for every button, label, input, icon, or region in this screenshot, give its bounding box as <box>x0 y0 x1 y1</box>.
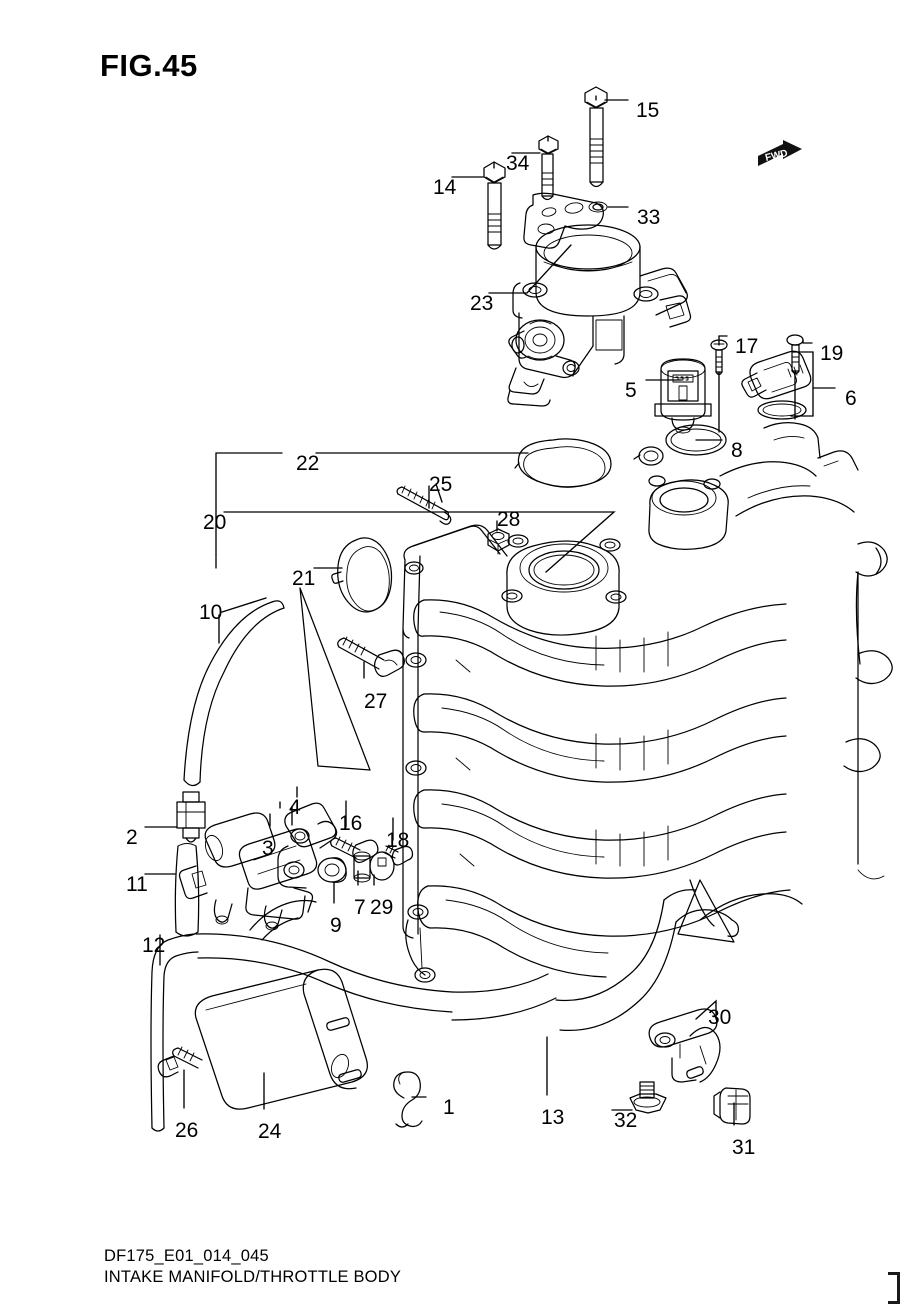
nut-28-art <box>487 528 510 555</box>
callout-16: 16 <box>339 812 363 835</box>
throttle-bracket-33-art <box>523 192 608 249</box>
bolt-14-art <box>483 161 506 250</box>
leader-lines <box>144 95 836 1126</box>
hose-12-art <box>150 933 199 1132</box>
callout-23: 23 <box>470 292 494 315</box>
map-sensor-art <box>741 350 812 420</box>
washer-29-art <box>369 851 395 881</box>
throttle-body-art <box>507 224 692 407</box>
callout-2: 2 <box>126 826 138 849</box>
bolt-15-art <box>584 86 608 188</box>
hose-10-art <box>183 600 285 787</box>
svg-text:FWD: FWD <box>764 148 789 164</box>
grommet-9-art <box>317 857 347 883</box>
callout-29: 29 <box>370 896 394 919</box>
callout-4: 4 <box>289 796 301 819</box>
callout-14: 14 <box>433 176 457 199</box>
callout-3: 3 <box>262 837 274 860</box>
callout-1: 1 <box>443 1096 455 1119</box>
callout-11: 11 <box>126 873 148 896</box>
canister-hose-run-art <box>195 899 557 1021</box>
callout-6: 6 <box>845 387 857 410</box>
gasket-21-art <box>331 537 393 613</box>
callout-34: 34 <box>506 152 530 175</box>
bolt-18-art <box>382 844 414 866</box>
footer-name: INTAKE MANIFOLD/THROTTLE BODY <box>104 1268 402 1286</box>
solenoid-valve-3-art <box>178 812 318 931</box>
callout-8: 8 <box>731 439 743 462</box>
callout-17: 17 <box>735 335 759 358</box>
bolt-34-art <box>538 135 559 201</box>
hose-13-art <box>555 889 739 1032</box>
figure-footer: DF175_E01_014_045 INTAKE MANIFOLD/THROTT… <box>104 1246 401 1288</box>
callout-13: 13 <box>541 1106 565 1129</box>
stud-25-art <box>396 485 452 525</box>
callout-5: 5 <box>625 379 637 402</box>
clamp-1-art <box>393 1071 423 1128</box>
bolt-26-art <box>157 1046 203 1078</box>
callout-31: 31 <box>732 1136 756 1159</box>
bracket-4-art <box>277 802 338 889</box>
callout-12: 12 <box>142 934 166 957</box>
callout-15: 15 <box>636 99 660 122</box>
callout-24: 24 <box>258 1120 282 1143</box>
iac-valve-art <box>654 358 712 434</box>
footer-code: DF175_E01_014_045 <box>104 1247 269 1265</box>
check-valve-2-art <box>176 791 206 843</box>
callout-19: 19 <box>820 342 844 365</box>
callout-30: 30 <box>708 1006 732 1029</box>
hose-11-art <box>174 843 200 937</box>
canister-24-art <box>194 968 368 1110</box>
callout-7: 7 <box>354 896 366 919</box>
callout-25: 25 <box>429 473 453 496</box>
figure-title: FIG.45 <box>100 48 198 83</box>
callout-22: 22 <box>296 452 320 475</box>
fwd-arrow-icon: FWD <box>758 140 802 166</box>
collar-7-art <box>353 851 371 883</box>
callout-9: 9 <box>330 914 342 937</box>
callout-28: 28 <box>497 508 521 531</box>
callout-27: 27 <box>364 690 388 713</box>
callout-21: 21 <box>292 567 316 590</box>
clip-31-art <box>713 1087 751 1125</box>
registration-mark <box>888 1272 900 1304</box>
callout-18: 18 <box>386 829 410 852</box>
gasket-22-art <box>514 438 664 488</box>
bolt-32-art <box>629 1081 667 1114</box>
bolt-27-art <box>337 636 405 677</box>
callout-32: 32 <box>614 1109 638 1132</box>
callout-20: 20 <box>203 511 227 534</box>
callout-26: 26 <box>175 1119 199 1142</box>
callout-10: 10 <box>199 601 223 624</box>
callout-33: 33 <box>637 206 661 229</box>
